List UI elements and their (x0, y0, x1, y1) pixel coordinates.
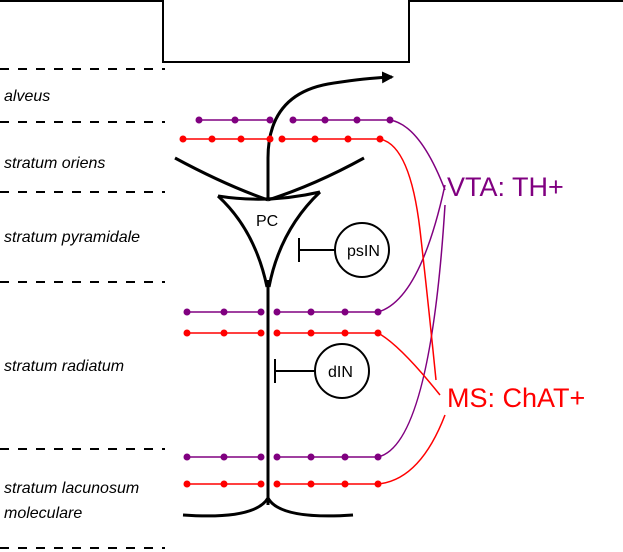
vta-bundle-bottom (377, 204, 446, 458)
tuft-right (266, 497, 354, 518)
ms-bundle-mid (377, 332, 441, 396)
varicosity (183, 329, 191, 337)
varicosity (195, 116, 203, 124)
varicosity (257, 329, 265, 337)
varicosity (266, 116, 274, 124)
varicosity (257, 308, 265, 316)
tuft-left (182, 497, 270, 518)
basal-dendrite-left (174, 156, 269, 202)
varicosity (220, 453, 228, 461)
varicosity (231, 116, 239, 124)
vta-source-label: VTA: TH+ (447, 172, 564, 202)
varicosity (273, 453, 281, 461)
varicosity (374, 308, 382, 316)
varicosity (376, 135, 384, 143)
varicosity (353, 116, 361, 124)
vta-varicosities (183, 116, 394, 461)
surface-outline (0, 0, 623, 63)
varicosity (341, 329, 349, 337)
din-label: dIN (328, 364, 353, 381)
varicosity (220, 480, 228, 488)
varicosity (220, 308, 228, 316)
varicosity (321, 116, 329, 124)
varicosity (374, 453, 382, 461)
varicosity (374, 329, 382, 337)
varicosity (273, 480, 281, 488)
vta-bundle-mid (377, 184, 446, 313)
varicosity (266, 135, 274, 143)
ms-bundle-bottom (377, 414, 446, 485)
varicosity (341, 453, 349, 461)
varicosity (273, 308, 281, 316)
varicosity (344, 135, 352, 143)
varicosity (307, 453, 315, 461)
varicosity (179, 135, 187, 143)
ms-source-label: MS: ChAT+ (447, 383, 585, 413)
psin-label: psIN (347, 243, 380, 260)
varicosity (386, 116, 394, 124)
soma-left-side (216, 194, 269, 288)
varicosity (183, 480, 191, 488)
varicosity (307, 308, 315, 316)
layer-label-alveus: alveus (4, 88, 50, 105)
pyramidal-cell-label: PC (256, 213, 278, 230)
layer-label-moleculare: moleculare (4, 505, 82, 522)
ms-fibers (183, 138, 446, 485)
varicosity (289, 116, 297, 124)
varicosity (208, 135, 216, 143)
varicosity (237, 135, 245, 143)
ms-bundle-top (379, 138, 437, 381)
din-cell (274, 343, 370, 399)
layer-label-stratum-radiatum: stratum radiatum (4, 358, 124, 375)
axon (266, 71, 394, 198)
varicosity (307, 329, 315, 337)
layer-label-stratum-lacunosum: stratum lacunosum (4, 480, 139, 497)
varicosity (257, 453, 265, 461)
varicosity (183, 308, 191, 316)
vta-fibers (187, 119, 446, 458)
varicosity (374, 480, 382, 488)
varicosity (278, 135, 286, 143)
varicosity (307, 480, 315, 488)
layer-label-stratum-pyramidale: stratum pyramidale (4, 229, 140, 246)
soma-top (217, 190, 321, 201)
varicosity (341, 480, 349, 488)
varicosity (257, 480, 265, 488)
varicosity (273, 329, 281, 337)
vta-bundle-top (389, 119, 446, 191)
ms-varicosities (179, 135, 384, 488)
varicosity (220, 329, 228, 337)
layer-boundaries (0, 68, 165, 549)
basal-dendrite-right (267, 156, 365, 202)
soma-right-side (267, 190, 322, 288)
pyramidal-cell (174, 71, 394, 518)
varicosity (341, 308, 349, 316)
psin-cell (298, 222, 390, 278)
varicosity (311, 135, 319, 143)
varicosity (183, 453, 191, 461)
layer-label-stratum-oriens: stratum oriens (4, 155, 105, 172)
